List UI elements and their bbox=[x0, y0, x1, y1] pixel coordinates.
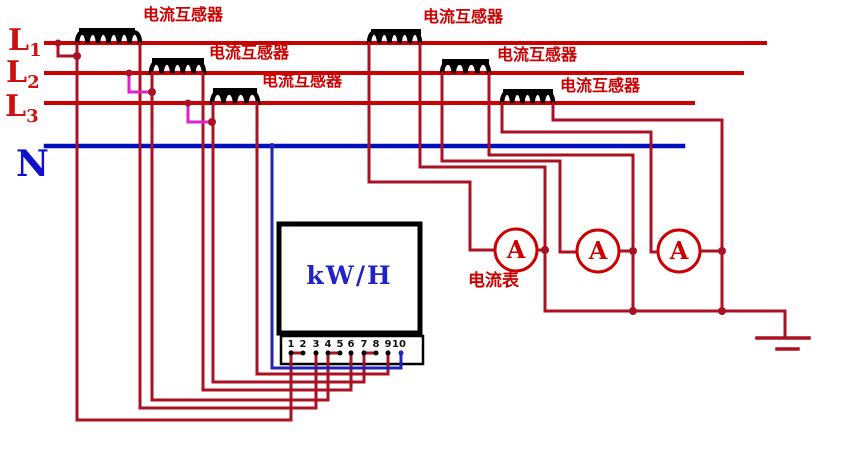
junction-dot bbox=[718, 307, 726, 315]
terminal-number-6: 6 bbox=[347, 339, 355, 350]
ct2-s2-to-terminal-6 bbox=[201, 71, 353, 392]
ammeter-group-label: 电流表 bbox=[468, 271, 519, 290]
ct-1-coil bbox=[74, 30, 143, 46]
terminal-number-10: 10 bbox=[392, 339, 406, 350]
ct-4-coil bbox=[366, 30, 423, 46]
ammeter-3-label: A bbox=[669, 236, 689, 265]
ct-5-coil bbox=[439, 60, 492, 76]
junction-dot bbox=[269, 143, 275, 149]
junction-dot bbox=[73, 52, 81, 60]
ct-3-core-bar bbox=[213, 88, 257, 94]
phase-label-l1: L1 bbox=[8, 23, 42, 61]
junction-dot bbox=[629, 247, 637, 255]
ct6-s1-to-ammeter3 bbox=[500, 101, 660, 254]
phase-label-n: N bbox=[16, 143, 49, 185]
phase-label-l2: L2 bbox=[6, 55, 40, 93]
ct-label-6: 电流互感器 bbox=[560, 78, 641, 95]
ct-label-3: 电流互感器 bbox=[262, 73, 343, 90]
junction-dot bbox=[148, 88, 156, 96]
phase-label-l3: L3 bbox=[5, 89, 39, 127]
ct-label-4: 电流互感器 bbox=[423, 9, 504, 26]
junction-dot bbox=[385, 350, 391, 356]
ct-6-coil bbox=[499, 90, 556, 106]
neutral-to-terminal-10 bbox=[270, 144, 403, 370]
ct2-s1-to-terminal-4 bbox=[150, 71, 330, 402]
ammeter-1-label: A bbox=[506, 235, 526, 264]
kwh-meter-box bbox=[276, 221, 423, 336]
junction-dot bbox=[184, 99, 192, 107]
junction-dot bbox=[54, 39, 62, 47]
ammeter-1 bbox=[493, 227, 539, 273]
junction-dot bbox=[398, 350, 404, 356]
ct1-s2-to-terminal-3 bbox=[138, 41, 318, 410]
junction-dot bbox=[313, 350, 319, 356]
junction-dot bbox=[288, 350, 294, 356]
junction-dot bbox=[300, 350, 306, 356]
ct1-s1-to-terminal-1 bbox=[75, 41, 293, 422]
ammeter-2-label: A bbox=[588, 236, 608, 265]
kwh-meter-label: kW/H bbox=[306, 261, 393, 290]
ct-5-core-bar bbox=[442, 59, 489, 65]
ct2-voltage-tap bbox=[127, 71, 153, 94]
junction-dot bbox=[325, 350, 331, 356]
terminal-number-8: 8 bbox=[372, 339, 380, 350]
junction-dot bbox=[361, 350, 367, 356]
junction-dot bbox=[125, 69, 133, 77]
junction-dot bbox=[541, 246, 549, 254]
terminal-number-3: 3 bbox=[312, 339, 320, 350]
ct5-s2-return bbox=[487, 71, 635, 313]
terminal-number-2: 2 bbox=[299, 339, 307, 350]
ct-label-5: 电流互感器 bbox=[497, 47, 578, 64]
ct-2-coil bbox=[148, 60, 207, 76]
terminal-number-5: 5 bbox=[336, 339, 344, 350]
junction-dot bbox=[373, 350, 379, 356]
ct-3-coil bbox=[209, 90, 261, 106]
ct6-s2-return bbox=[551, 101, 724, 313]
return-bus-to-ground bbox=[543, 309, 787, 340]
ct4-s2-return bbox=[418, 41, 547, 313]
ct-label-2: 电流互感器 bbox=[209, 45, 290, 62]
ct3-s2-to-terminal-9 bbox=[255, 101, 390, 376]
ammeter-3 bbox=[656, 228, 702, 274]
junction-dot bbox=[337, 350, 343, 356]
terminal-number-1: 1 bbox=[287, 339, 295, 350]
ct4-s1-to-ammeter1 bbox=[367, 41, 497, 252]
terminal-number-9: 9 bbox=[384, 339, 392, 350]
ct-1-core-bar bbox=[79, 28, 135, 34]
ct5-s1-to-ammeter2 bbox=[440, 71, 579, 254]
junction-dot bbox=[208, 118, 216, 126]
ct1-voltage-tap bbox=[56, 41, 79, 58]
junction-dot bbox=[718, 247, 726, 255]
terminal-number-4: 4 bbox=[324, 339, 332, 350]
ct3-voltage-tap bbox=[186, 101, 214, 124]
terminal-number-7: 7 bbox=[360, 339, 368, 350]
junction-dot bbox=[629, 307, 637, 315]
junction-dot bbox=[348, 350, 354, 356]
ammeter-2 bbox=[575, 228, 621, 274]
ct-label-1: 电流互感器 bbox=[143, 7, 224, 24]
